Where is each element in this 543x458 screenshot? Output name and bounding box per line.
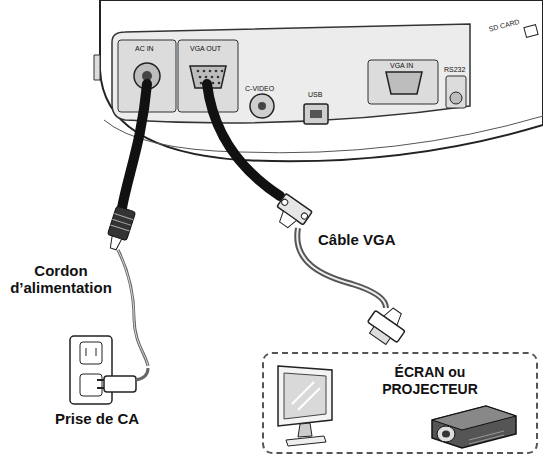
usb-port xyxy=(304,104,328,124)
device-side xyxy=(94,55,100,80)
port-label: VGA OUT xyxy=(190,45,221,53)
power-cable-heavy xyxy=(122,84,147,208)
vga-cable-heavy xyxy=(207,84,280,196)
monitor-icon xyxy=(278,366,332,446)
vga-in-port xyxy=(386,72,422,94)
vga-in-plate xyxy=(368,60,438,104)
power-cord-edge xyxy=(118,250,148,366)
device-body xyxy=(100,0,543,161)
port-label: USB xyxy=(308,91,322,99)
outlet-label: Prise de CA xyxy=(55,410,139,427)
port-label: RS232 xyxy=(444,66,465,74)
vga-connector-b xyxy=(363,301,412,349)
port-label: VGA IN xyxy=(390,62,413,70)
port-label: AC IN xyxy=(135,45,154,53)
c-video-pin xyxy=(258,102,266,110)
usb-tongue xyxy=(310,110,322,118)
cable-label: Cordon d’alimentation xyxy=(3,262,119,297)
rs232-plate xyxy=(446,76,466,108)
c-video-port xyxy=(250,94,274,118)
vga-connector-a xyxy=(271,193,313,233)
port-label: C-VIDEO xyxy=(245,85,274,93)
power-plug xyxy=(104,206,136,252)
projector-icon xyxy=(432,406,516,448)
device-group-box: ÉCRAN ou PROJECTEUR xyxy=(262,352,538,454)
rs232-port xyxy=(450,92,462,104)
wall-outlet xyxy=(70,336,112,404)
cable-label: Câble VGA xyxy=(318,231,396,248)
wall-plug xyxy=(97,368,148,392)
sd-card-slot xyxy=(524,25,538,38)
box-label: ÉCRAN ou PROJECTEUR xyxy=(368,364,492,398)
port-panel xyxy=(112,24,470,123)
power-cord xyxy=(118,250,148,366)
